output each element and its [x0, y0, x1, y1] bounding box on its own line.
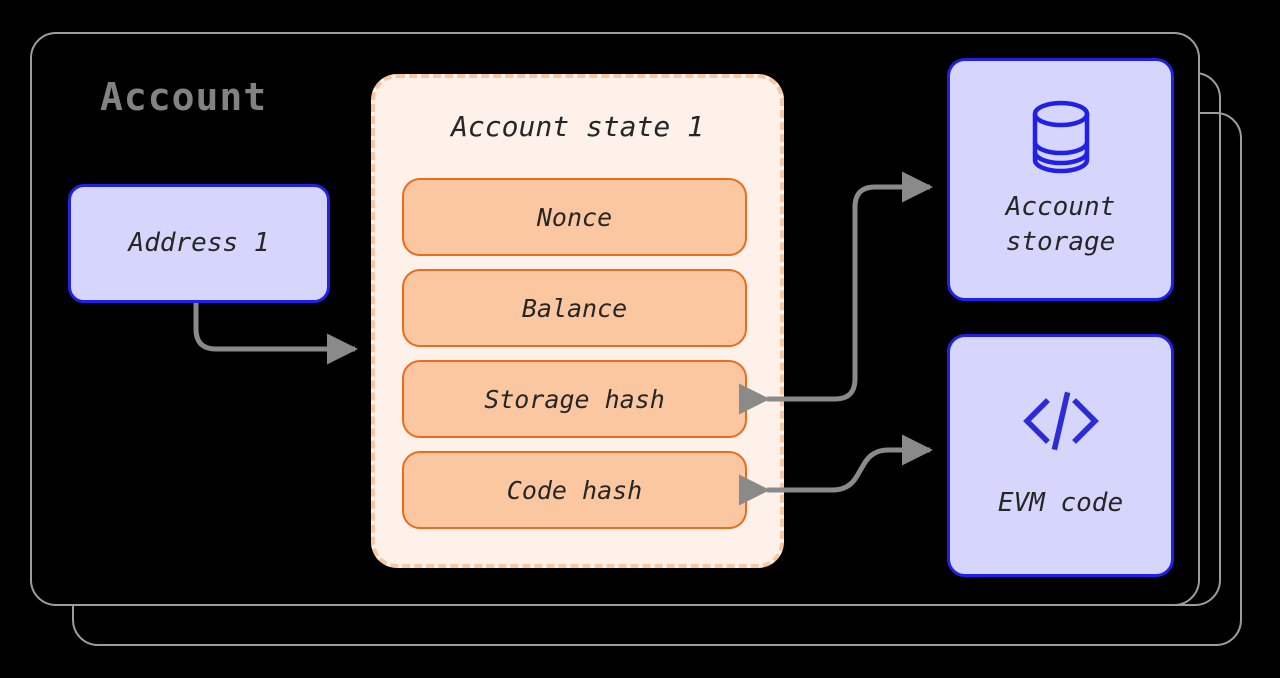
address-box[interactable]: Address 1 — [68, 184, 330, 303]
account-field-nonce[interactable]: Nonce — [402, 178, 747, 256]
account-field-code-hash[interactable]: Code hash — [402, 451, 747, 529]
code-brackets-icon — [1022, 392, 1099, 451]
account-field-storage-hash[interactable]: Storage hash — [402, 360, 747, 438]
account-field-label: Code hash — [506, 475, 643, 505]
account-storage-label: Account storage — [1005, 192, 1116, 257]
account-field-label: Balance — [521, 293, 628, 323]
account-title: Account — [100, 75, 268, 119]
address-box-label: Address 1 — [128, 228, 270, 259]
evm-code-label: EVM code — [997, 488, 1124, 519]
account-field-label: Storage hash — [484, 384, 665, 414]
evm-code-box[interactable]: EVM code — [947, 334, 1174, 577]
account-field-balance[interactable]: Balance — [402, 269, 747, 347]
account-state-title: Account state 1 — [451, 110, 704, 143]
database-icon — [1032, 100, 1089, 174]
account-field-label: Nonce — [536, 202, 613, 232]
account-storage-box[interactable]: Account storage — [947, 58, 1174, 301]
